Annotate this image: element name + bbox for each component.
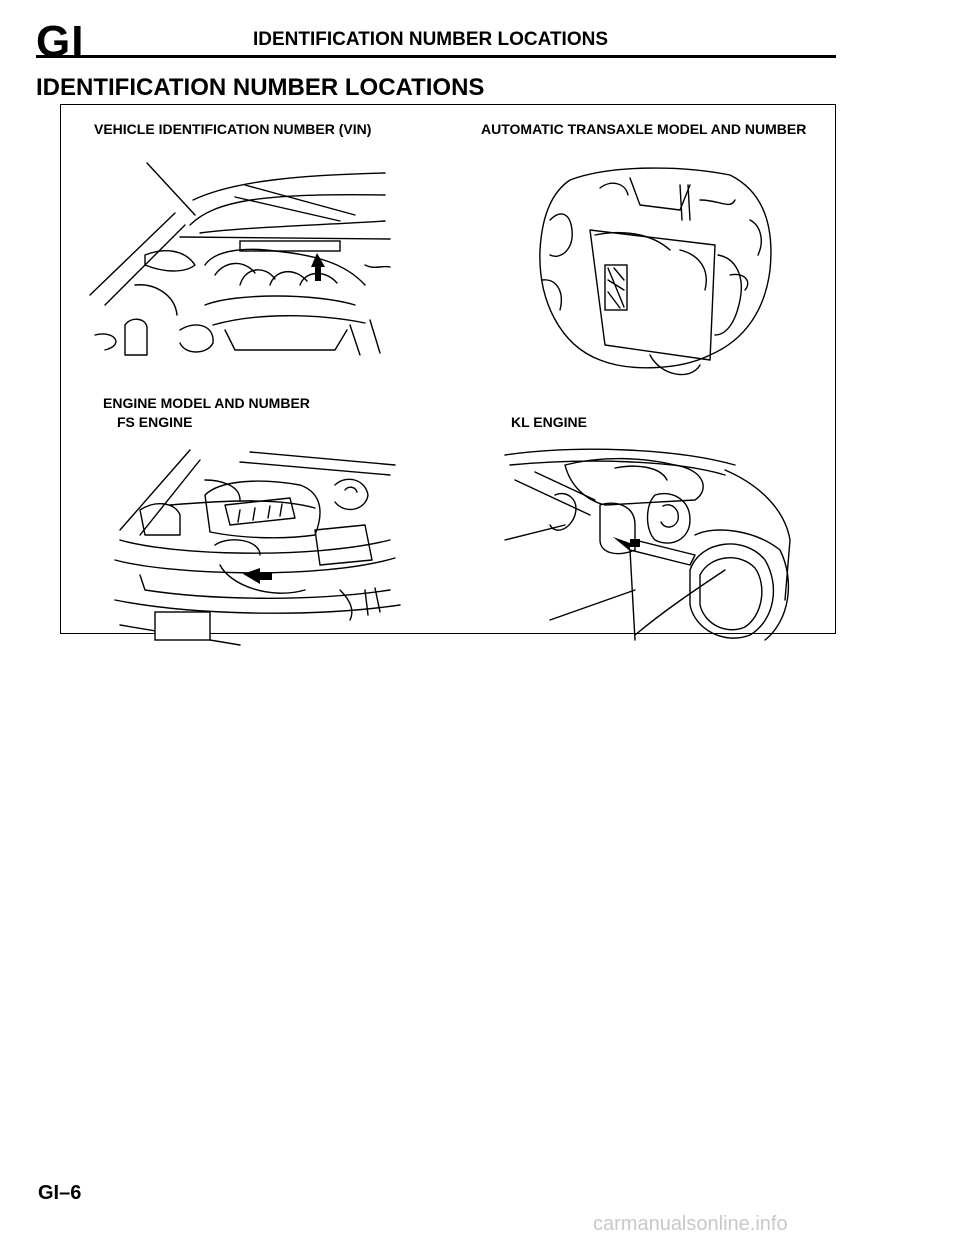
transaxle-illustration: [539, 167, 772, 376]
kl-engine-illustration: [504, 448, 791, 641]
page-number: GI–6: [38, 1182, 82, 1204]
vin-caption: VEHICLE IDENTIFICATION NUMBER (VIN): [94, 121, 372, 137]
figure-frame: [60, 104, 836, 634]
transaxle-caption: AUTOMATIC TRANSAXLE MODEL AND NUMBER: [481, 121, 807, 137]
fs-engine-illustration: [114, 449, 401, 646]
header-rule: [36, 55, 836, 58]
running-title: IDENTIFICATION NUMBER LOCATIONS: [253, 29, 608, 50]
vin-location-illustration: [89, 162, 391, 356]
fs-engine-caption: FS ENGINE: [117, 414, 193, 430]
watermark: carmanualsonline.info: [593, 1213, 788, 1235]
kl-engine-caption: KL ENGINE: [511, 414, 587, 430]
engine-caption: ENGINE MODEL AND NUMBER: [103, 395, 310, 411]
section-title: IDENTIFICATION NUMBER LOCATIONS: [36, 74, 485, 101]
